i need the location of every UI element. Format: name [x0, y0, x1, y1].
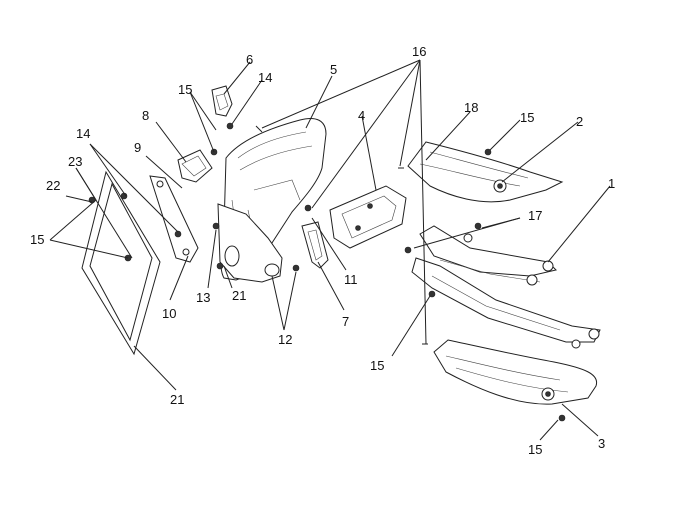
callout-10: 10	[162, 306, 176, 321]
callout-11: 11	[344, 272, 358, 287]
callout-8: 8	[142, 108, 149, 123]
bracket-plate	[149, 175, 199, 263]
callout-14-top: 14	[258, 70, 272, 85]
callout-23: 23	[68, 154, 82, 169]
side-cover-right	[407, 141, 564, 203]
callout-15-right: 15	[520, 110, 534, 125]
callout-9: 9	[134, 140, 141, 155]
license-plate	[81, 170, 161, 356]
clip-part-4	[329, 185, 407, 249]
callout-7: 7	[342, 314, 349, 329]
callout-6: 6	[246, 52, 253, 67]
callout-17: 17	[528, 208, 542, 223]
leader-lines	[49, 59, 611, 441]
reflector-part	[177, 149, 213, 183]
callout-12: 12	[278, 332, 292, 347]
callout-15-mid: 15	[370, 358, 384, 373]
mount-part	[211, 85, 233, 117]
fender-lower	[217, 203, 283, 283]
callout-1: 1	[608, 176, 615, 191]
callout-15-bottom: 15	[528, 442, 542, 457]
rear-subframe	[411, 225, 601, 349]
callout-15-top: 15	[178, 82, 192, 97]
callout-22: 22	[46, 178, 60, 193]
callout-13: 13	[196, 290, 210, 305]
callout-5: 5	[330, 62, 337, 77]
side-cover-left	[433, 339, 598, 405]
callout-18: 18	[464, 100, 478, 115]
callout-4: 4	[358, 108, 365, 123]
callout-2: 2	[576, 114, 583, 129]
callout-labels: 1 2 3 4 5 6 7 8 9 10 11 12 13 14 14 14 1…	[30, 44, 615, 457]
callout-16: 16	[412, 44, 426, 59]
callout-3: 3	[598, 436, 605, 451]
callout-21-mid: 21	[232, 288, 246, 303]
callout-21-bottom: 21	[170, 392, 184, 407]
callout-14-left: 14	[76, 126, 90, 141]
callout-15-left: 15	[30, 232, 44, 247]
clip-part-7	[301, 221, 329, 269]
